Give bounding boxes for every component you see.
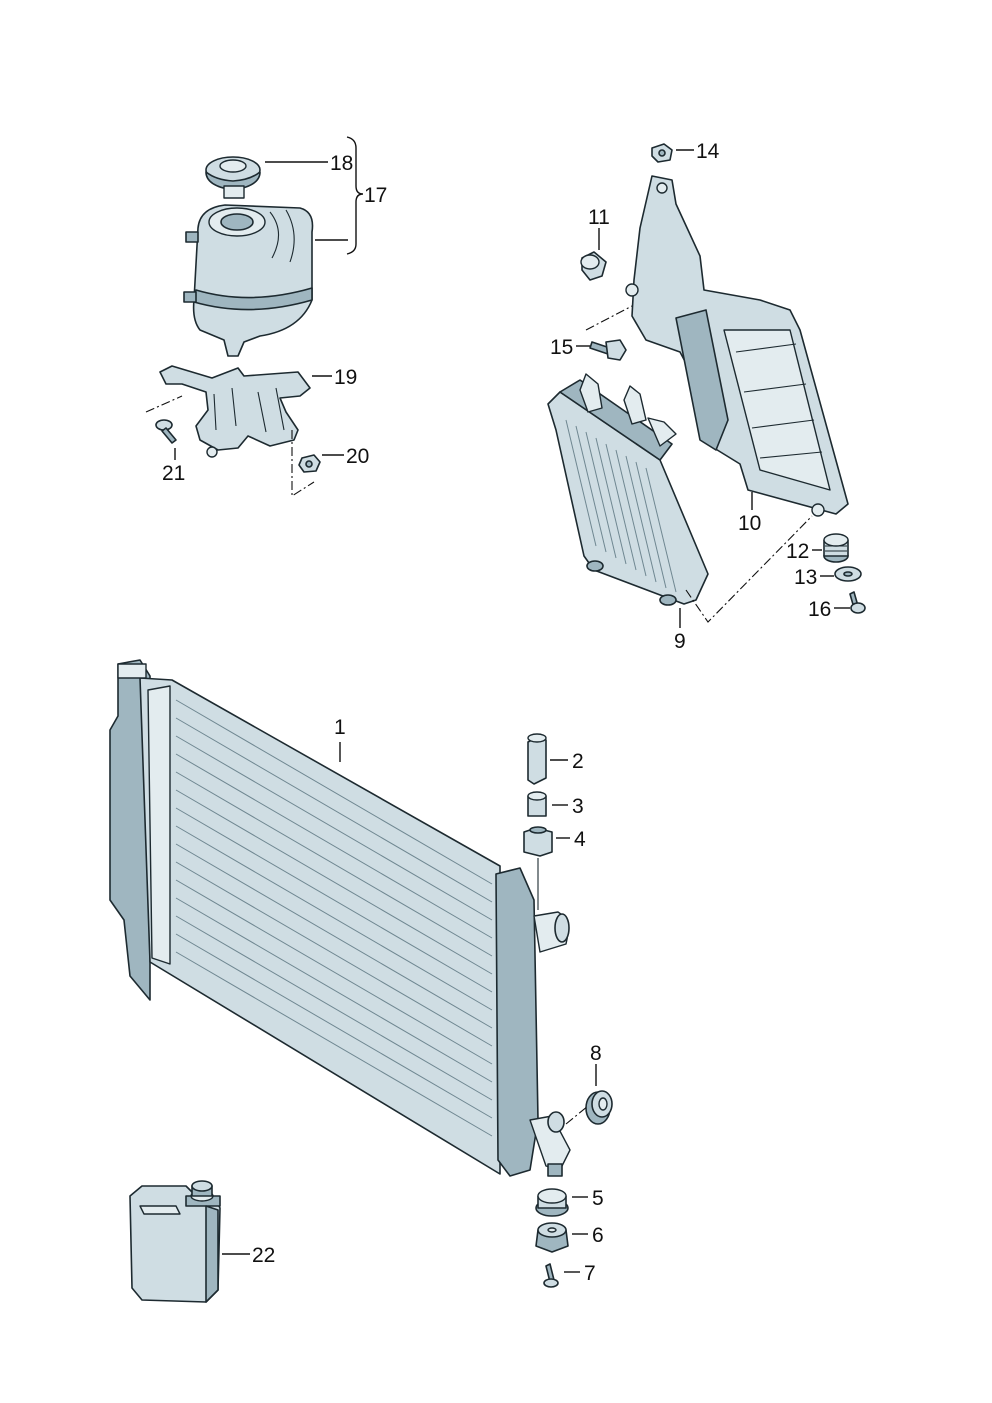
radiator-fins bbox=[175, 699, 493, 1137]
expansion-tank[interactable] bbox=[183, 204, 314, 357]
callout-20: 20 bbox=[346, 445, 369, 468]
callout-15: 15 bbox=[550, 336, 573, 359]
bolt-7[interactable] bbox=[543, 1263, 559, 1288]
callout-1: 1 bbox=[334, 716, 346, 739]
callout-22: 22 bbox=[252, 1244, 275, 1267]
coolant-canister[interactable] bbox=[129, 1180, 221, 1303]
cooler-fins bbox=[565, 419, 677, 593]
callout-7: 7 bbox=[584, 1262, 596, 1285]
radiator[interactable] bbox=[109, 659, 571, 1177]
nut-20[interactable] bbox=[298, 454, 321, 473]
bushing-11[interactable] bbox=[580, 251, 607, 281]
filler-cap[interactable] bbox=[205, 156, 261, 199]
callout-17: 17 bbox=[364, 184, 387, 207]
screw-21[interactable] bbox=[155, 419, 177, 444]
mounting-bracket[interactable] bbox=[625, 175, 849, 517]
callout-19: 19 bbox=[334, 366, 357, 389]
tank-bracket[interactable] bbox=[159, 365, 311, 458]
callout-3: 3 bbox=[572, 795, 584, 818]
callout-14: 14 bbox=[696, 140, 720, 163]
bolt-15[interactable] bbox=[589, 339, 627, 361]
callout-8: 8 bbox=[590, 1042, 602, 1065]
callout-9: 9 bbox=[674, 630, 686, 653]
callout-5: 5 bbox=[592, 1187, 604, 1210]
nut-14[interactable] bbox=[651, 143, 673, 163]
buffer-12[interactable] bbox=[823, 533, 849, 563]
mount-5[interactable] bbox=[535, 1188, 569, 1217]
callout-2: 2 bbox=[572, 750, 584, 773]
bushing-8[interactable] bbox=[585, 1090, 613, 1125]
callout-6: 6 bbox=[592, 1224, 604, 1247]
bushing-3[interactable] bbox=[527, 791, 547, 817]
mount-6[interactable] bbox=[535, 1222, 569, 1253]
callout-10: 10 bbox=[738, 512, 761, 535]
callout-12: 12 bbox=[786, 540, 809, 563]
callout-21: 21 bbox=[162, 462, 185, 485]
callout-11: 11 bbox=[588, 206, 610, 229]
callout-16: 16 bbox=[808, 598, 831, 621]
callout-13: 13 bbox=[794, 566, 817, 589]
callout-18: 18 bbox=[330, 152, 353, 175]
mount-4[interactable] bbox=[523, 826, 553, 857]
pin-2[interactable] bbox=[527, 733, 547, 785]
auxiliary-cooler[interactable] bbox=[547, 373, 709, 606]
bolt-16[interactable] bbox=[849, 591, 866, 614]
callout-4: 4 bbox=[574, 828, 586, 851]
washer-13[interactable] bbox=[834, 566, 862, 582]
